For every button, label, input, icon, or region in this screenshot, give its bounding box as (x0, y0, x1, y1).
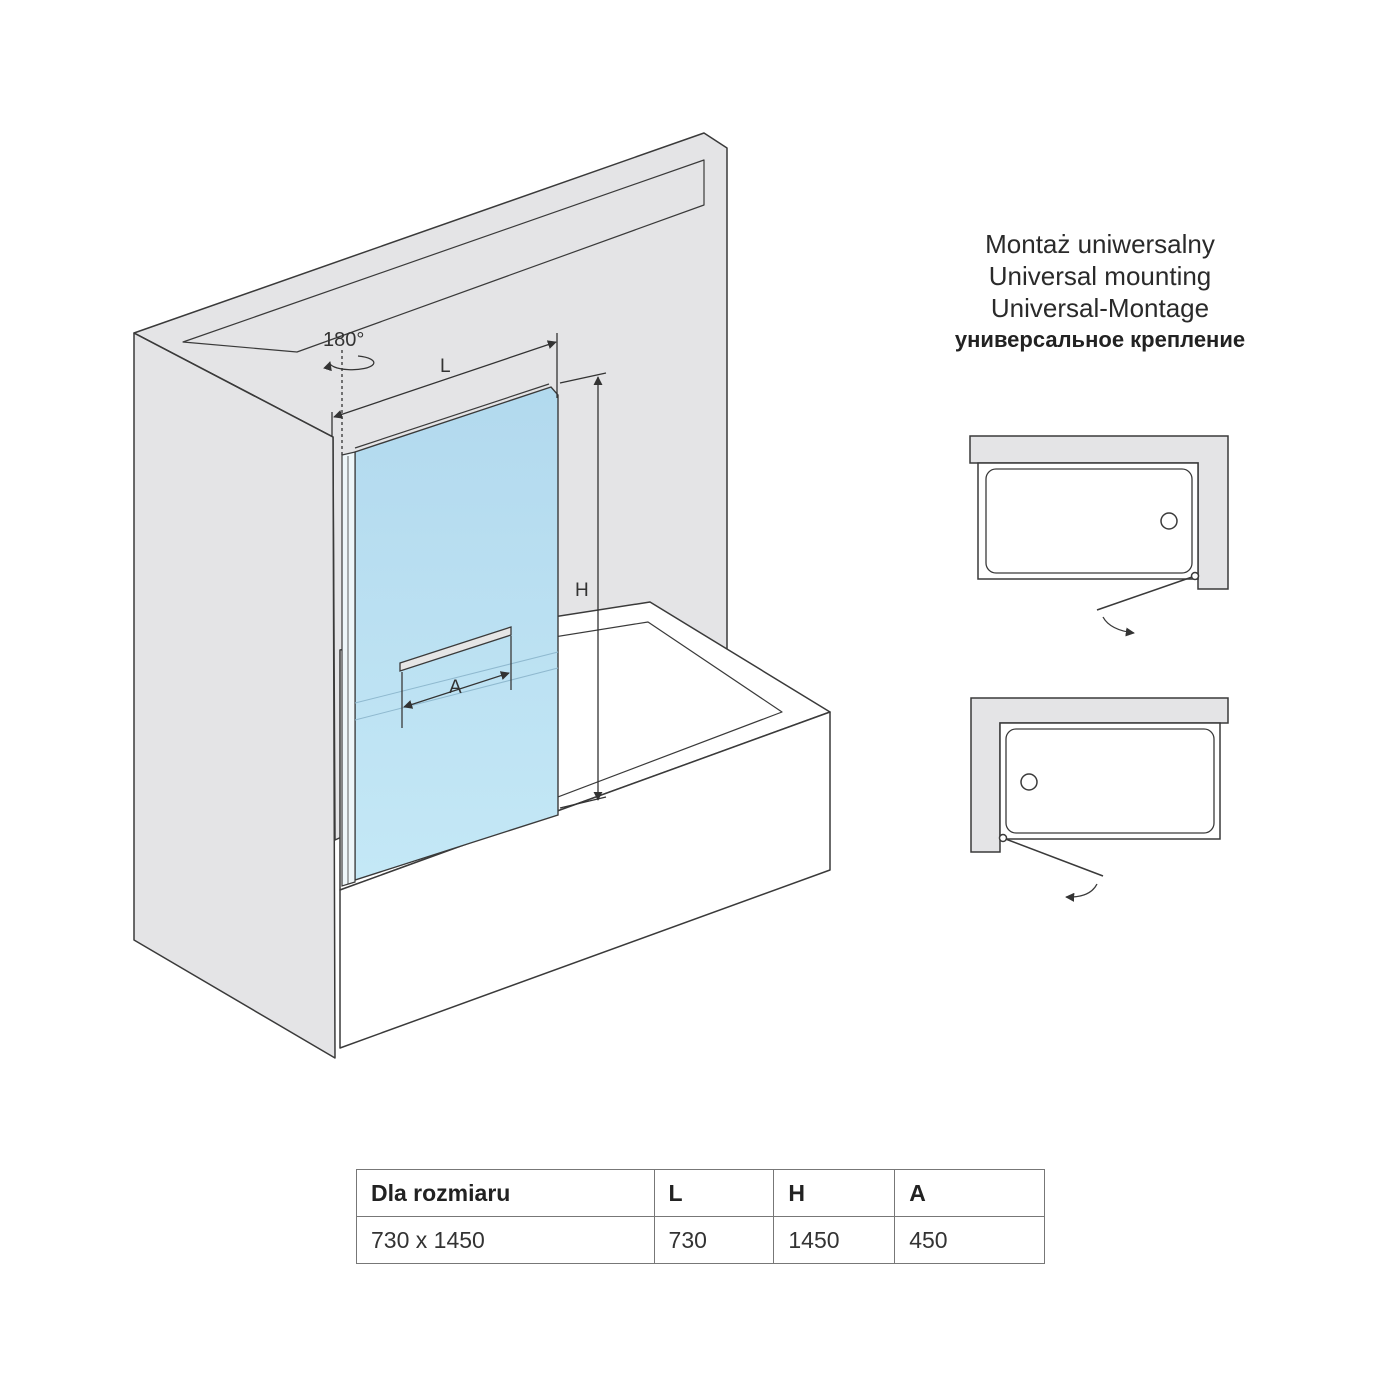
rotation-label: 180° (323, 329, 364, 351)
dim-label-towel: A (449, 677, 462, 698)
cell-size: 730 x 1450 (356, 1216, 655, 1264)
wall-profile (341, 451, 356, 887)
mounting-title-en: Universal mounting (988, 261, 1212, 291)
dim-line-length (333, 340, 557, 419)
swing-arrow-icon (1102, 616, 1135, 637)
cell-h: 1450 (773, 1216, 896, 1264)
header-l: L (653, 1169, 775, 1217)
header-size: Dla rozmiaru (356, 1169, 655, 1217)
towel-rail (399, 626, 512, 728)
mounting-plan-left (970, 697, 1229, 902)
table-header-row: Dla rozmiaru L H A (356, 1169, 1045, 1217)
dim-line-towel (403, 671, 510, 709)
glass-swing-line (1002, 837, 1104, 877)
dimension-lines (323, 333, 607, 809)
rotation-arrow (323, 355, 375, 372)
header-h: H (773, 1169, 896, 1217)
glass-pane (354, 386, 559, 881)
mounting-title-de: Universal-Montage (990, 293, 1210, 323)
cell-a: 450 (894, 1216, 1045, 1264)
mounting-title: Montaż uniwersalny Universal mounting Un… (900, 228, 1300, 356)
plan-wall-right (969, 435, 1229, 590)
cell-l: 730 (653, 1216, 775, 1264)
towel-rail-bar (399, 626, 512, 672)
mounting-plan-right (969, 435, 1229, 637)
glass-panel (341, 383, 559, 887)
table-row: 730 x 1450 730 1450 450 (356, 1216, 1045, 1264)
wall-side-face (133, 332, 336, 1059)
bathtub-front-face (339, 711, 831, 1049)
wall-top-inset (182, 159, 705, 353)
size-table: Dla rozmiaru L H A 730 x 1450 730 1450 4… (356, 1169, 1045, 1264)
drain-icon (1160, 512, 1178, 530)
dim-label-length: L (440, 356, 451, 377)
glass-swing-line (1096, 575, 1196, 611)
dim-label-height: H (575, 580, 589, 601)
header-a: A (894, 1169, 1045, 1217)
hinge-icon (998, 833, 1008, 843)
mounting-title-pl: Montaż uniwersalny (985, 229, 1215, 259)
swing-arrow-icon (1065, 883, 1098, 902)
mounting-title-ru: универсальное крепление (954, 327, 1246, 352)
hinge-icon (1190, 571, 1200, 581)
drain-icon (1020, 773, 1038, 791)
